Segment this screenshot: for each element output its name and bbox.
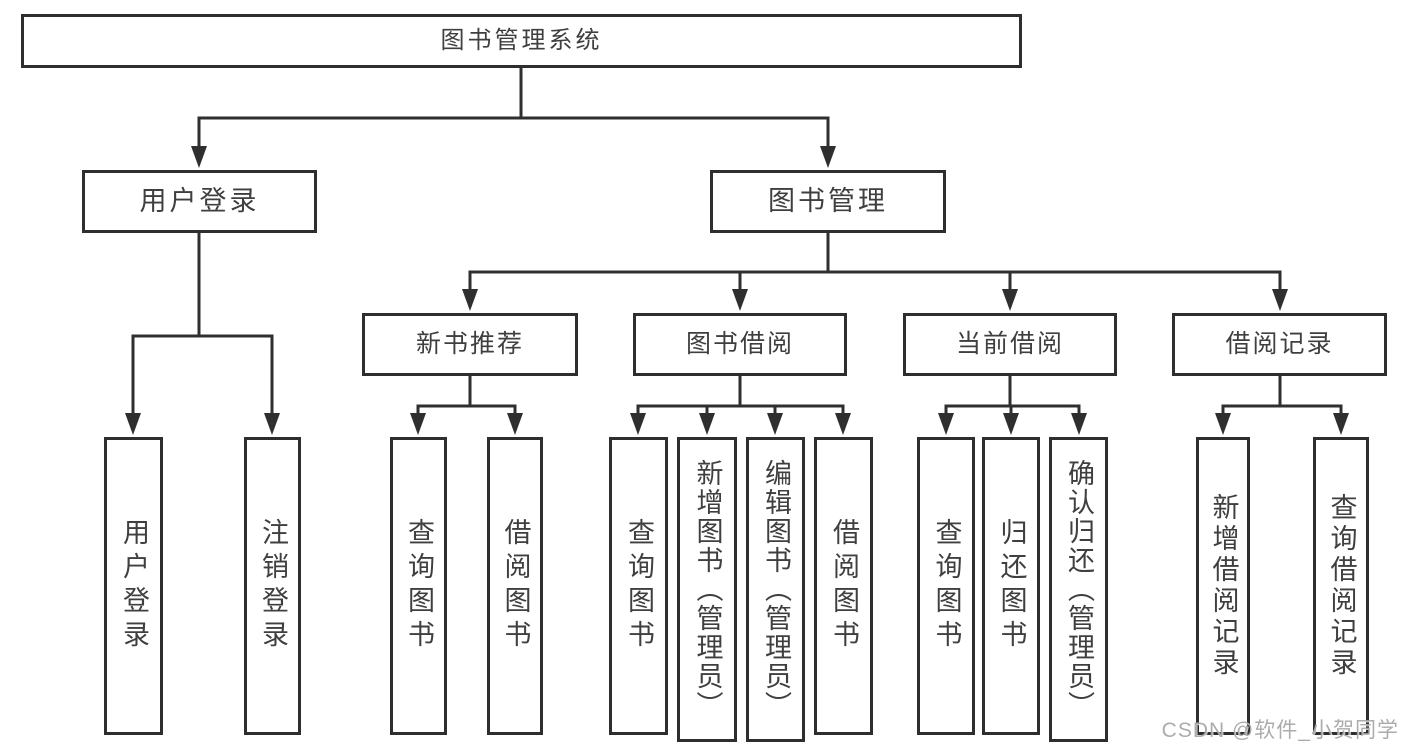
node-current-borrowing: 当前借阅 bbox=[903, 313, 1117, 376]
node-leaf-query-books-label: 查询图书 bbox=[624, 518, 654, 654]
node-leaf-borrow-books-label: 借阅图书 bbox=[500, 518, 531, 654]
node-book-borrowing: 图书借阅 bbox=[633, 313, 847, 376]
node-book-management-label: 图书管理 bbox=[768, 186, 888, 216]
node-leaf-query-books: 查询图书 bbox=[609, 437, 668, 735]
node-leaf-add-books-admin-label: 新增图书（管理员） bbox=[692, 459, 723, 720]
node-leaf-return-books-label: 归还图书 bbox=[996, 518, 1027, 654]
arrowheads bbox=[125, 146, 1349, 435]
node-leaf-confirm-return-admin-label: 确认归还（管理员） bbox=[1064, 459, 1094, 720]
node-leaf-confirm-return-admin: 确认归还（管理员） bbox=[1049, 437, 1108, 742]
csdn-watermark: CSDN @软件_小贺同学 bbox=[1161, 719, 1399, 742]
node-leaf-logout-label: 注销登录 bbox=[258, 518, 288, 654]
node-leaf-query-books-label: 查询图书 bbox=[404, 518, 434, 654]
node-library-system: 图书管理系统 bbox=[21, 14, 1022, 68]
node-leaf-edit-books-admin-label: 编辑图书（管理员） bbox=[761, 459, 791, 720]
node-leaf-user-login: 用户登录 bbox=[104, 437, 163, 735]
node-leaf-query-books: 查询图书 bbox=[917, 437, 975, 735]
node-leaf-borrow-books: 借阅图书 bbox=[487, 437, 543, 735]
node-new-book-recommend: 新书推荐 bbox=[362, 313, 578, 376]
node-current-borrowing-label: 当前借阅 bbox=[955, 330, 1064, 358]
node-new-book-recommend-label: 新书推荐 bbox=[415, 330, 524, 358]
node-book-borrowing-label: 图书借阅 bbox=[685, 330, 794, 358]
node-leaf-query-books: 查询图书 bbox=[390, 437, 447, 735]
node-library-system-label: 图书管理系统 bbox=[440, 27, 603, 54]
node-leaf-return-books: 归还图书 bbox=[982, 437, 1040, 735]
node-leaf-add-books-admin: 新增图书（管理员） bbox=[677, 437, 737, 742]
node-user-login: 用户登录 bbox=[82, 170, 317, 233]
node-user-login-label: 用户登录 bbox=[139, 186, 260, 216]
node-borrow-records: 借阅记录 bbox=[1172, 313, 1387, 376]
node-leaf-add-borrow-record: 新增借阅记录 bbox=[1196, 437, 1250, 735]
node-leaf-query-books-label: 查询图书 bbox=[931, 518, 962, 654]
node-leaf-borrow-books-label: 借阅图书 bbox=[829, 518, 859, 654]
node-leaf-logout: 注销登录 bbox=[244, 437, 301, 735]
node-leaf-user-login-label: 用户登录 bbox=[119, 518, 149, 654]
node-leaf-query-borrow-record-label: 查询借阅记录 bbox=[1326, 493, 1357, 679]
node-leaf-edit-books-admin: 编辑图书（管理员） bbox=[746, 437, 805, 742]
node-leaf-add-borrow-record-label: 新增借阅记录 bbox=[1208, 493, 1239, 679]
node-borrow-records-label: 借阅记录 bbox=[1225, 330, 1334, 358]
node-leaf-query-borrow-record: 查询借阅记录 bbox=[1313, 437, 1369, 735]
node-book-management: 图书管理 bbox=[710, 170, 946, 233]
node-leaf-borrow-books: 借阅图书 bbox=[814, 437, 873, 735]
